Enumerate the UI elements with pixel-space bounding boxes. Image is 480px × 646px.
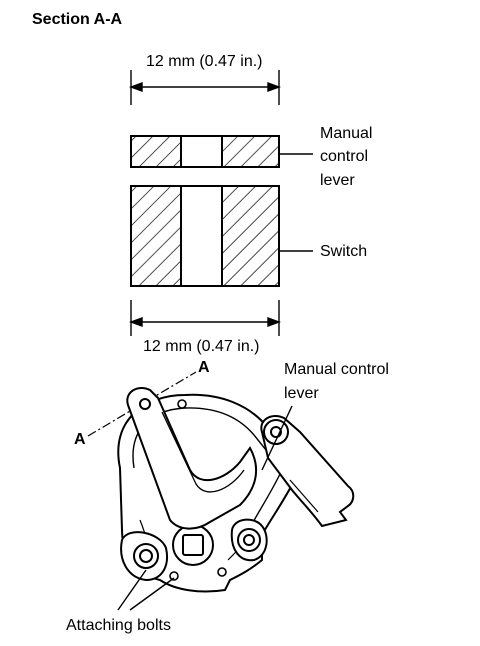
label-manual-control-lever-lower-line1: Manual control: [284, 361, 389, 378]
label-manual-control-lever-line2: control: [320, 148, 369, 165]
label-attaching-bolts: Attaching bolts: [66, 617, 171, 634]
section-marker-a-top: A: [198, 359, 210, 376]
mounting-tab-left: [120, 531, 168, 582]
section-cut-line: [87, 371, 197, 437]
dimension-label-bottom: 12 mm (0.47 in.): [143, 338, 260, 355]
leader-bolt-left: [117, 569, 147, 611]
dimension-line-top: [128, 70, 282, 105]
center-shaft: [172, 524, 214, 566]
label-switch: Switch: [320, 243, 368, 260]
leader-bolt-right: [129, 577, 175, 611]
label-manual-control-lever-line3: lever: [320, 172, 355, 189]
section-title: Section A-A: [32, 11, 123, 28]
dimension-line-bottom: [128, 300, 282, 336]
leader-lever-lower: [261, 405, 293, 471]
switch-section-block: [130, 185, 280, 287]
mounting-tab-right: [230, 518, 268, 562]
dimension-label-top: 12 mm (0.47 in.): [146, 53, 263, 70]
label-manual-control-lever-lower-line2: lever: [284, 385, 319, 402]
label-manual-control-lever-line1: Manual: [320, 125, 373, 142]
manual-lever-arm: [126, 386, 258, 530]
lever-section-block: [130, 135, 280, 168]
housing-bolt-holes: [169, 399, 227, 581]
section-marker-a-left: A: [74, 431, 86, 448]
